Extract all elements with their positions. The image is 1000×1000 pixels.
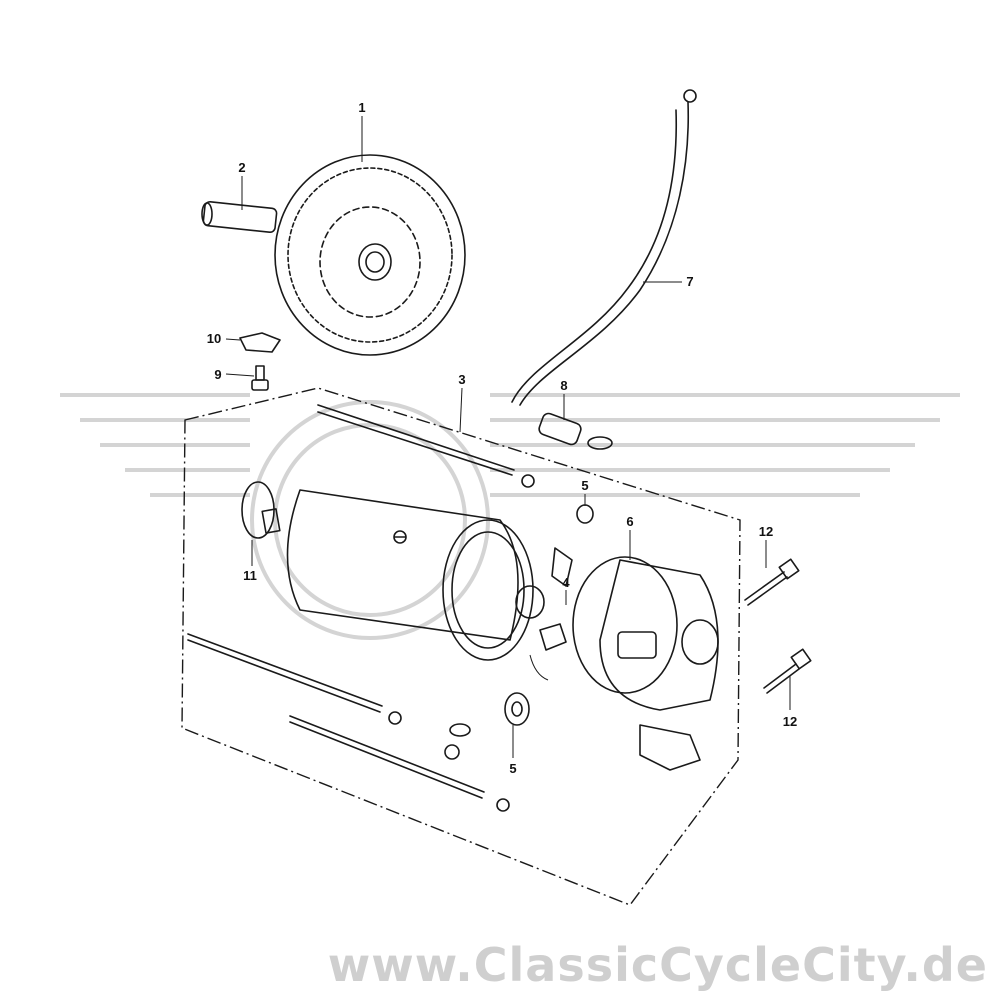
part-starter-motor (261, 489, 545, 661)
callout-3: 3 (458, 372, 465, 387)
part-o-ring (241, 481, 275, 539)
part-through-bolts (187, 404, 535, 812)
callout-5-upper: 5 (581, 478, 588, 493)
callout-6: 6 (626, 514, 633, 529)
part-starter-gear (274, 154, 466, 356)
callout-9: 9 (214, 367, 221, 382)
assembly-boundary (181, 387, 741, 906)
part-starter-cable (511, 101, 690, 406)
part-small-bolt (251, 365, 269, 391)
watermark-url: www.ClassicCycleCity.de (327, 938, 988, 992)
callout-7: 7 (686, 274, 693, 289)
callout-4: 4 (562, 575, 570, 590)
part-brush-set (529, 547, 573, 681)
callout-10: 10 (207, 331, 221, 346)
callout-11: 11 (243, 568, 257, 583)
callout-8: 8 (560, 378, 567, 393)
part-cover-bolts (744, 558, 812, 694)
callout-12-upper: 12 (759, 524, 773, 539)
part-gear-shaft (201, 200, 278, 234)
callout-2: 2 (238, 160, 245, 175)
part-end-cover (572, 556, 719, 771)
callout-5-lower: 5 (509, 761, 516, 776)
callout-1: 1 (358, 100, 365, 115)
part-lock-plate (239, 332, 281, 353)
leader-lines (225, 116, 791, 758)
winged-wheel-logo (60, 393, 960, 640)
callout-12-lower: 12 (783, 714, 797, 729)
